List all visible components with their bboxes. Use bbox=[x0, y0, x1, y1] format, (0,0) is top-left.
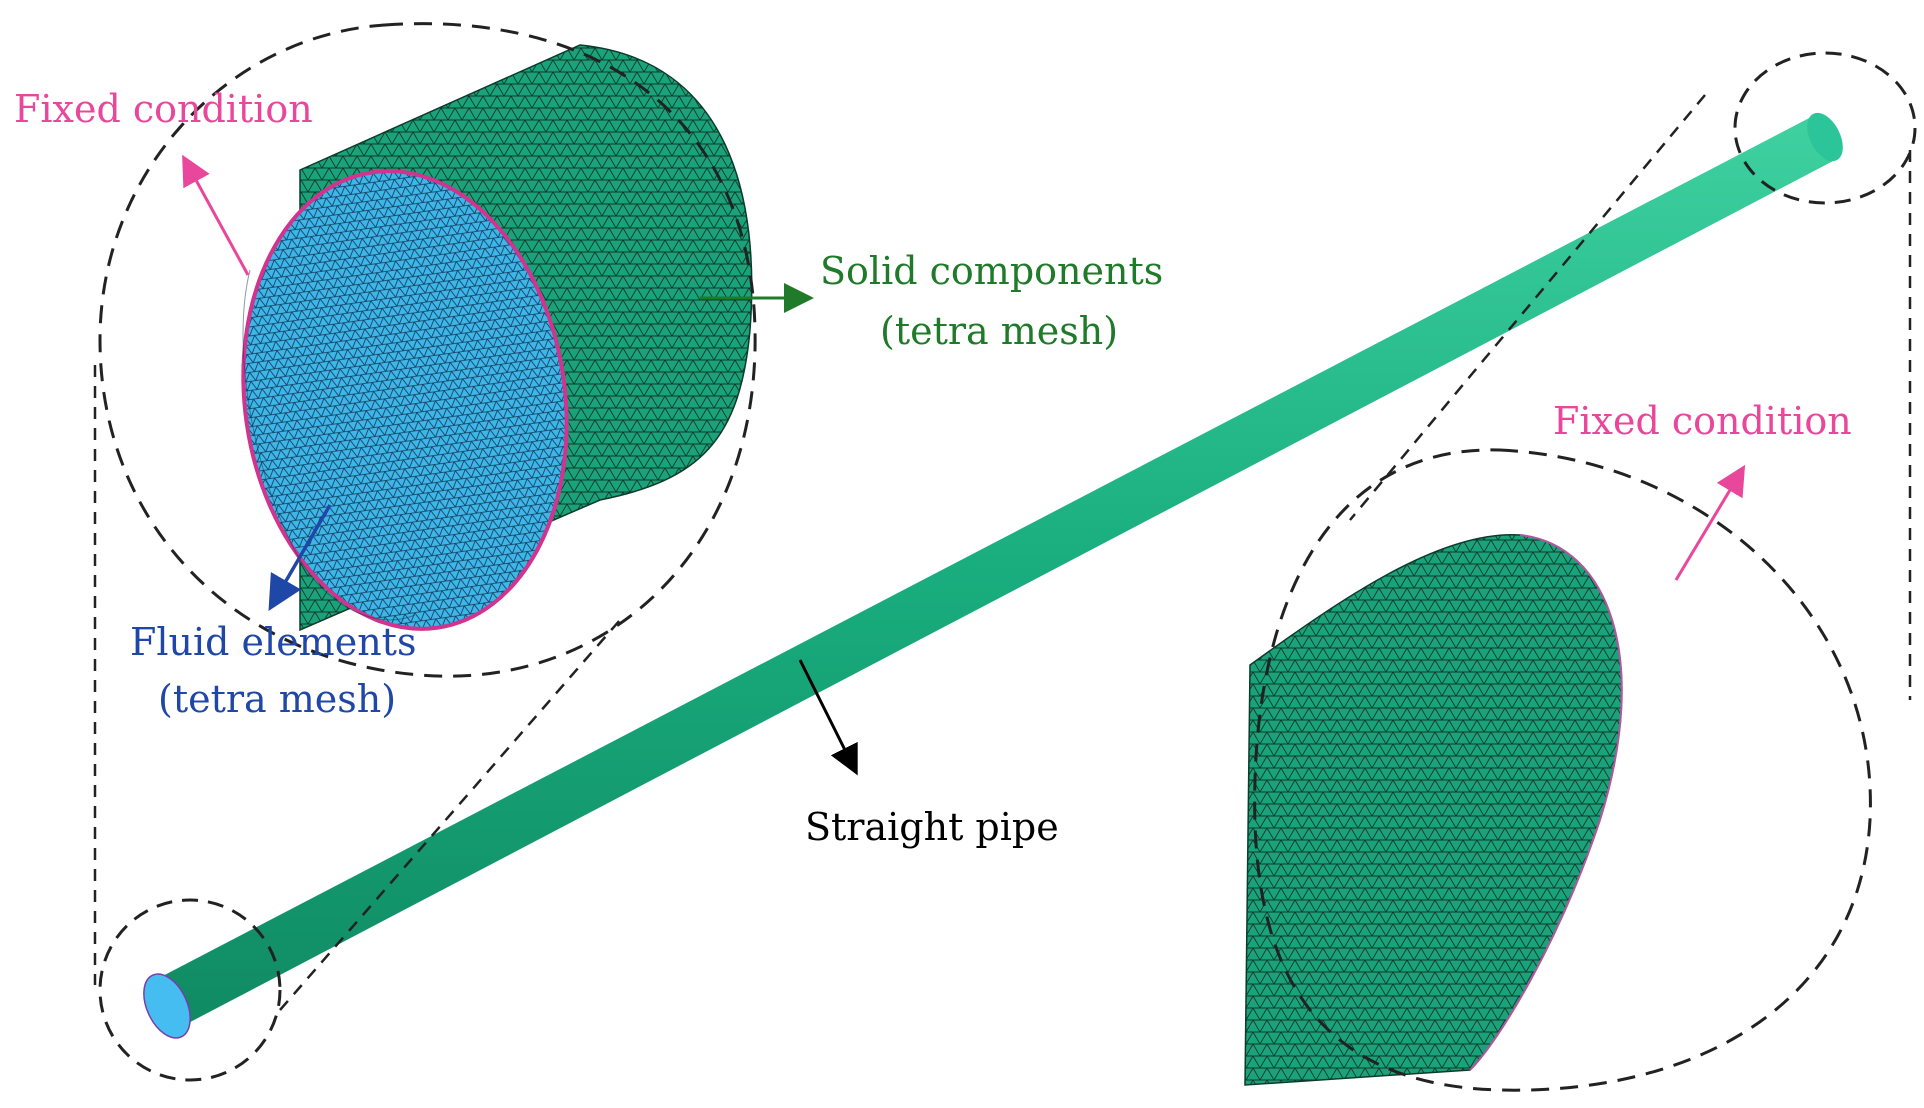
left-zoom-circle bbox=[98, 22, 757, 678]
fixed-condition-label-right: Fixed condition bbox=[1553, 399, 1852, 443]
solid-components-sublabel: (tetra mesh) bbox=[880, 309, 1118, 353]
fixed-condition-left-arrow bbox=[182, 154, 250, 276]
left-zoom-cylinder bbox=[241, 44, 753, 632]
fluid-elements-label: Fluid elements bbox=[130, 620, 416, 664]
straight-pipe-label: Straight pipe bbox=[805, 805, 1059, 849]
straight-pipe-arrow bbox=[798, 659, 858, 776]
solid-components-label: Solid components bbox=[820, 249, 1163, 293]
pipe-inlet-face bbox=[143, 973, 191, 1039]
right-zoom-cylinder bbox=[1244, 534, 1623, 1086]
focus-circle-right-end bbox=[1733, 51, 1917, 205]
fixed-condition-label-left: Fixed condition bbox=[14, 87, 313, 131]
focus-circle-left-end bbox=[98, 898, 282, 1082]
zoom-connectors bbox=[93, 94, 1912, 1011]
fluid-elements-arrow bbox=[268, 504, 332, 612]
fixed-condition-right-arrow bbox=[1674, 464, 1746, 581]
right-zoom-circle bbox=[1253, 448, 1872, 1092]
fluid-elements-sublabel: (tetra mesh) bbox=[158, 677, 396, 721]
straight-pipe bbox=[143, 112, 1843, 1039]
